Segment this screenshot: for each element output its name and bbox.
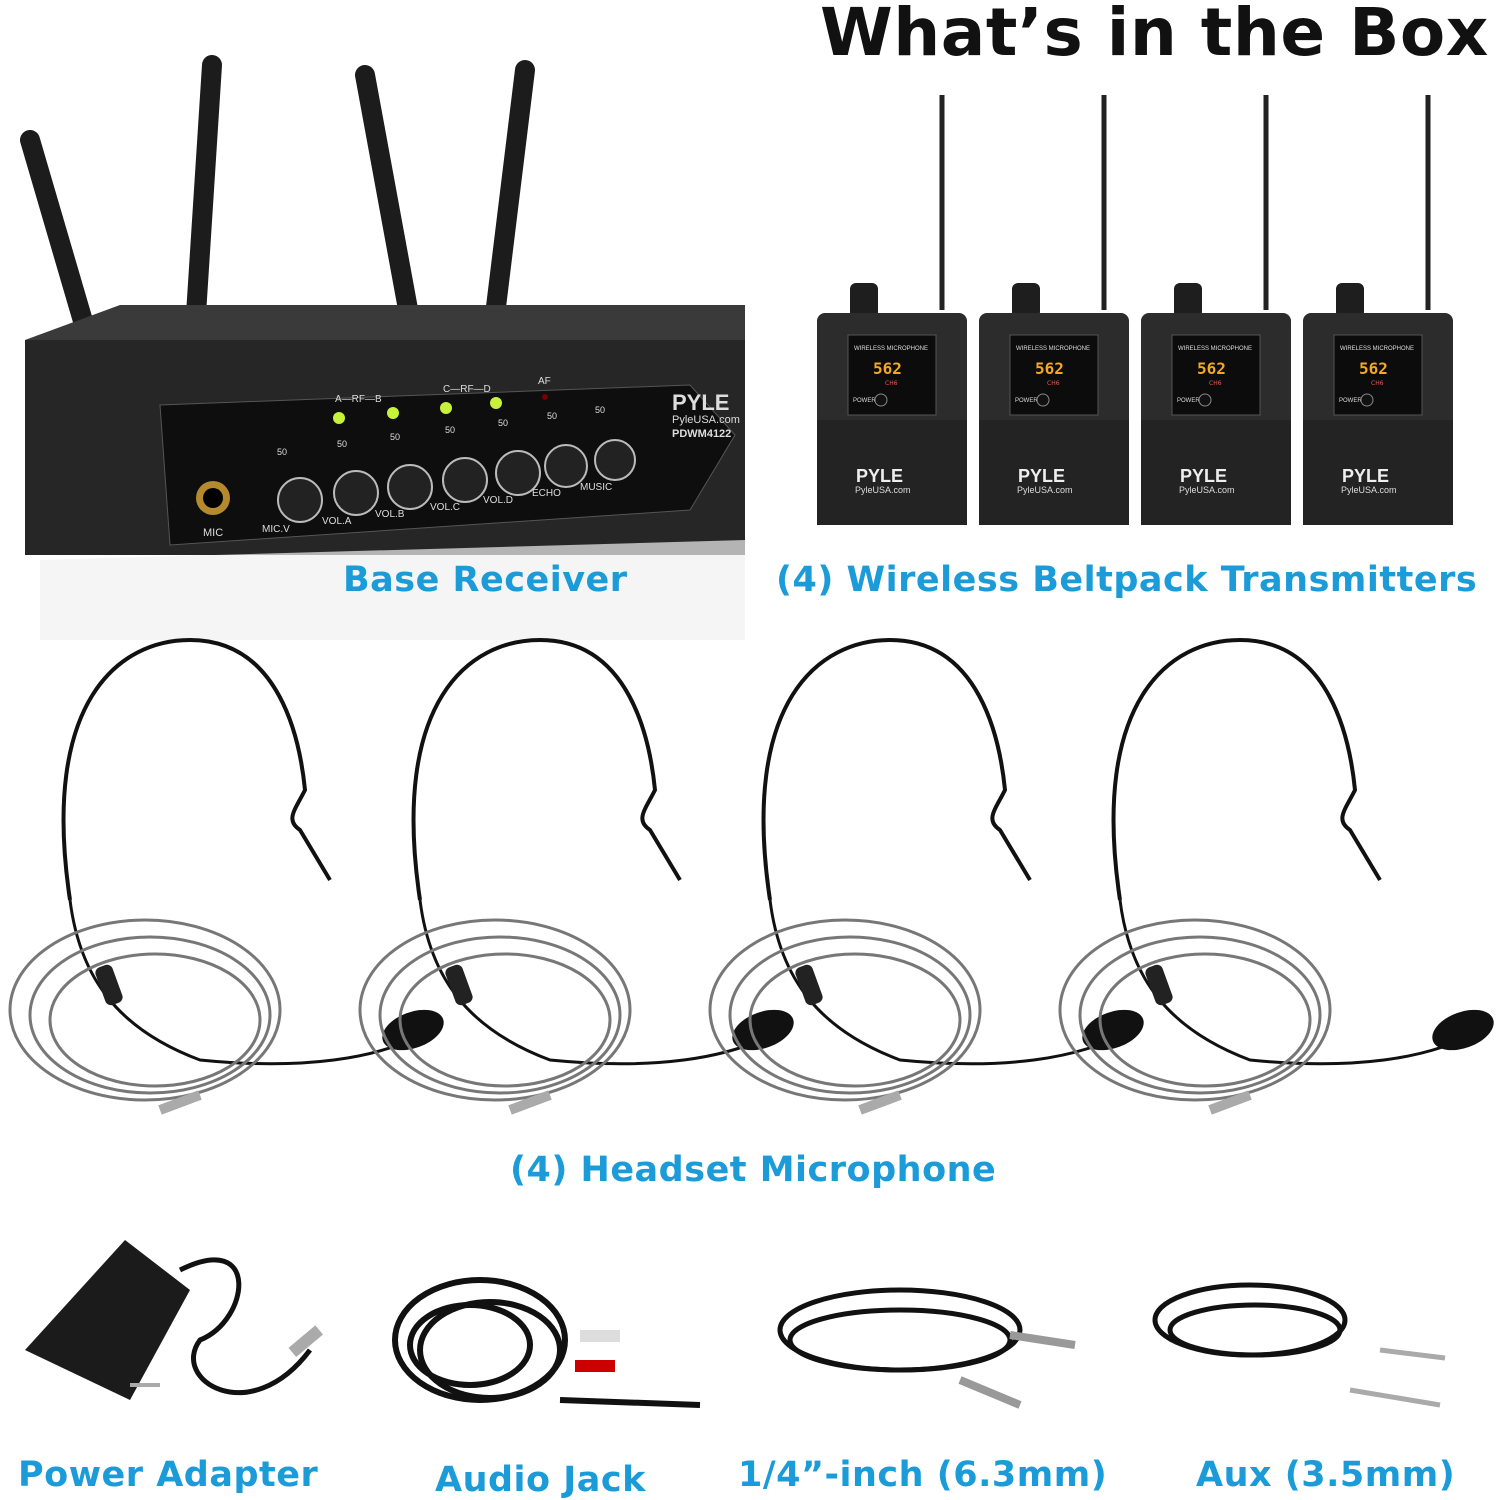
receiver-website: PyleUSA.com — [672, 414, 740, 426]
rf-cd-label: C—RF—D — [443, 384, 491, 395]
beltpack-transmitter — [1303, 95, 1453, 525]
power-adapter-image — [25, 1240, 324, 1400]
rf-ab-label: A—RF—B — [335, 394, 382, 405]
knob-label: VOL.D — [483, 495, 513, 506]
knob-label: VOL.A — [322, 516, 352, 527]
transmitters-label: (4) Wireless Beltpack Transmitters — [776, 560, 1478, 600]
knob-value: 50 — [547, 411, 557, 421]
aux-cable-image — [1152, 1282, 1446, 1408]
beltpack-brand: PYLE — [856, 466, 903, 486]
audio-jack-label: Audio Jack — [435, 1460, 646, 1500]
quarter-inch-label: 1/4”-inch (6.3mm) — [738, 1455, 1108, 1495]
audio-jack-image — [392, 1277, 701, 1408]
antennas — [20, 55, 535, 355]
beltpack-transmitters: WIRELESS MICROPHONE 562 CH6 POWER PYLE P… — [817, 95, 1453, 525]
quarter-inch-cable-image — [777, 1287, 1076, 1409]
beltpack-channel: CH6 — [885, 380, 898, 387]
knob-value: 50 — [337, 439, 347, 449]
headsets-label: (4) Headset Microphone — [510, 1150, 997, 1190]
knob-label: MIC.V — [262, 524, 290, 535]
beltpack-frequency-display: 562 — [873, 359, 902, 378]
knob-value: 50 — [390, 432, 400, 442]
headset-microphones — [8, 637, 1499, 1115]
knob-label: VOL.C — [430, 502, 460, 513]
base-receiver: PYLE PyleUSA.com PDWM4122 A—RF—B C—RF—D … — [20, 55, 745, 640]
beltpack-power-label: POWER — [853, 398, 876, 404]
knob-label: VOL.B — [375, 509, 405, 520]
knob-value: 50 — [445, 425, 455, 435]
knob-label: ECHO — [532, 488, 561, 499]
page-title: What’s in the Box — [820, 0, 1489, 71]
beltpack-website: PyleUSA.com — [855, 485, 911, 495]
aux-label: Aux (3.5mm) — [1196, 1455, 1456, 1495]
knob-label: MUSIC — [580, 482, 612, 493]
af-label: AF — [538, 376, 551, 387]
base-receiver-label: Base Receiver — [343, 560, 628, 600]
status-leds — [333, 394, 548, 424]
knobs — [277, 439, 636, 523]
knob-value: 50 — [498, 418, 508, 428]
knob-value: 50 — [277, 447, 287, 457]
beltpack-transmitter — [979, 95, 1129, 525]
beltpack-transmitter: WIRELESS MICROPHONE 562 CH6 POWER PYLE P… — [817, 95, 967, 525]
knob-value: 50 — [595, 405, 605, 415]
beltpack-transmitter — [1141, 95, 1291, 525]
headset-microphone — [8, 637, 444, 1115]
mic-jack-label: MIC — [203, 527, 223, 539]
power-adapter-label: Power Adapter — [18, 1455, 319, 1495]
receiver-brand: PYLE — [672, 390, 729, 415]
beltpack-screen-title: WIRELESS MICROPHONE — [854, 346, 928, 352]
receiver-model: PDWM4122 — [672, 428, 731, 440]
power-button — [874, 393, 888, 407]
